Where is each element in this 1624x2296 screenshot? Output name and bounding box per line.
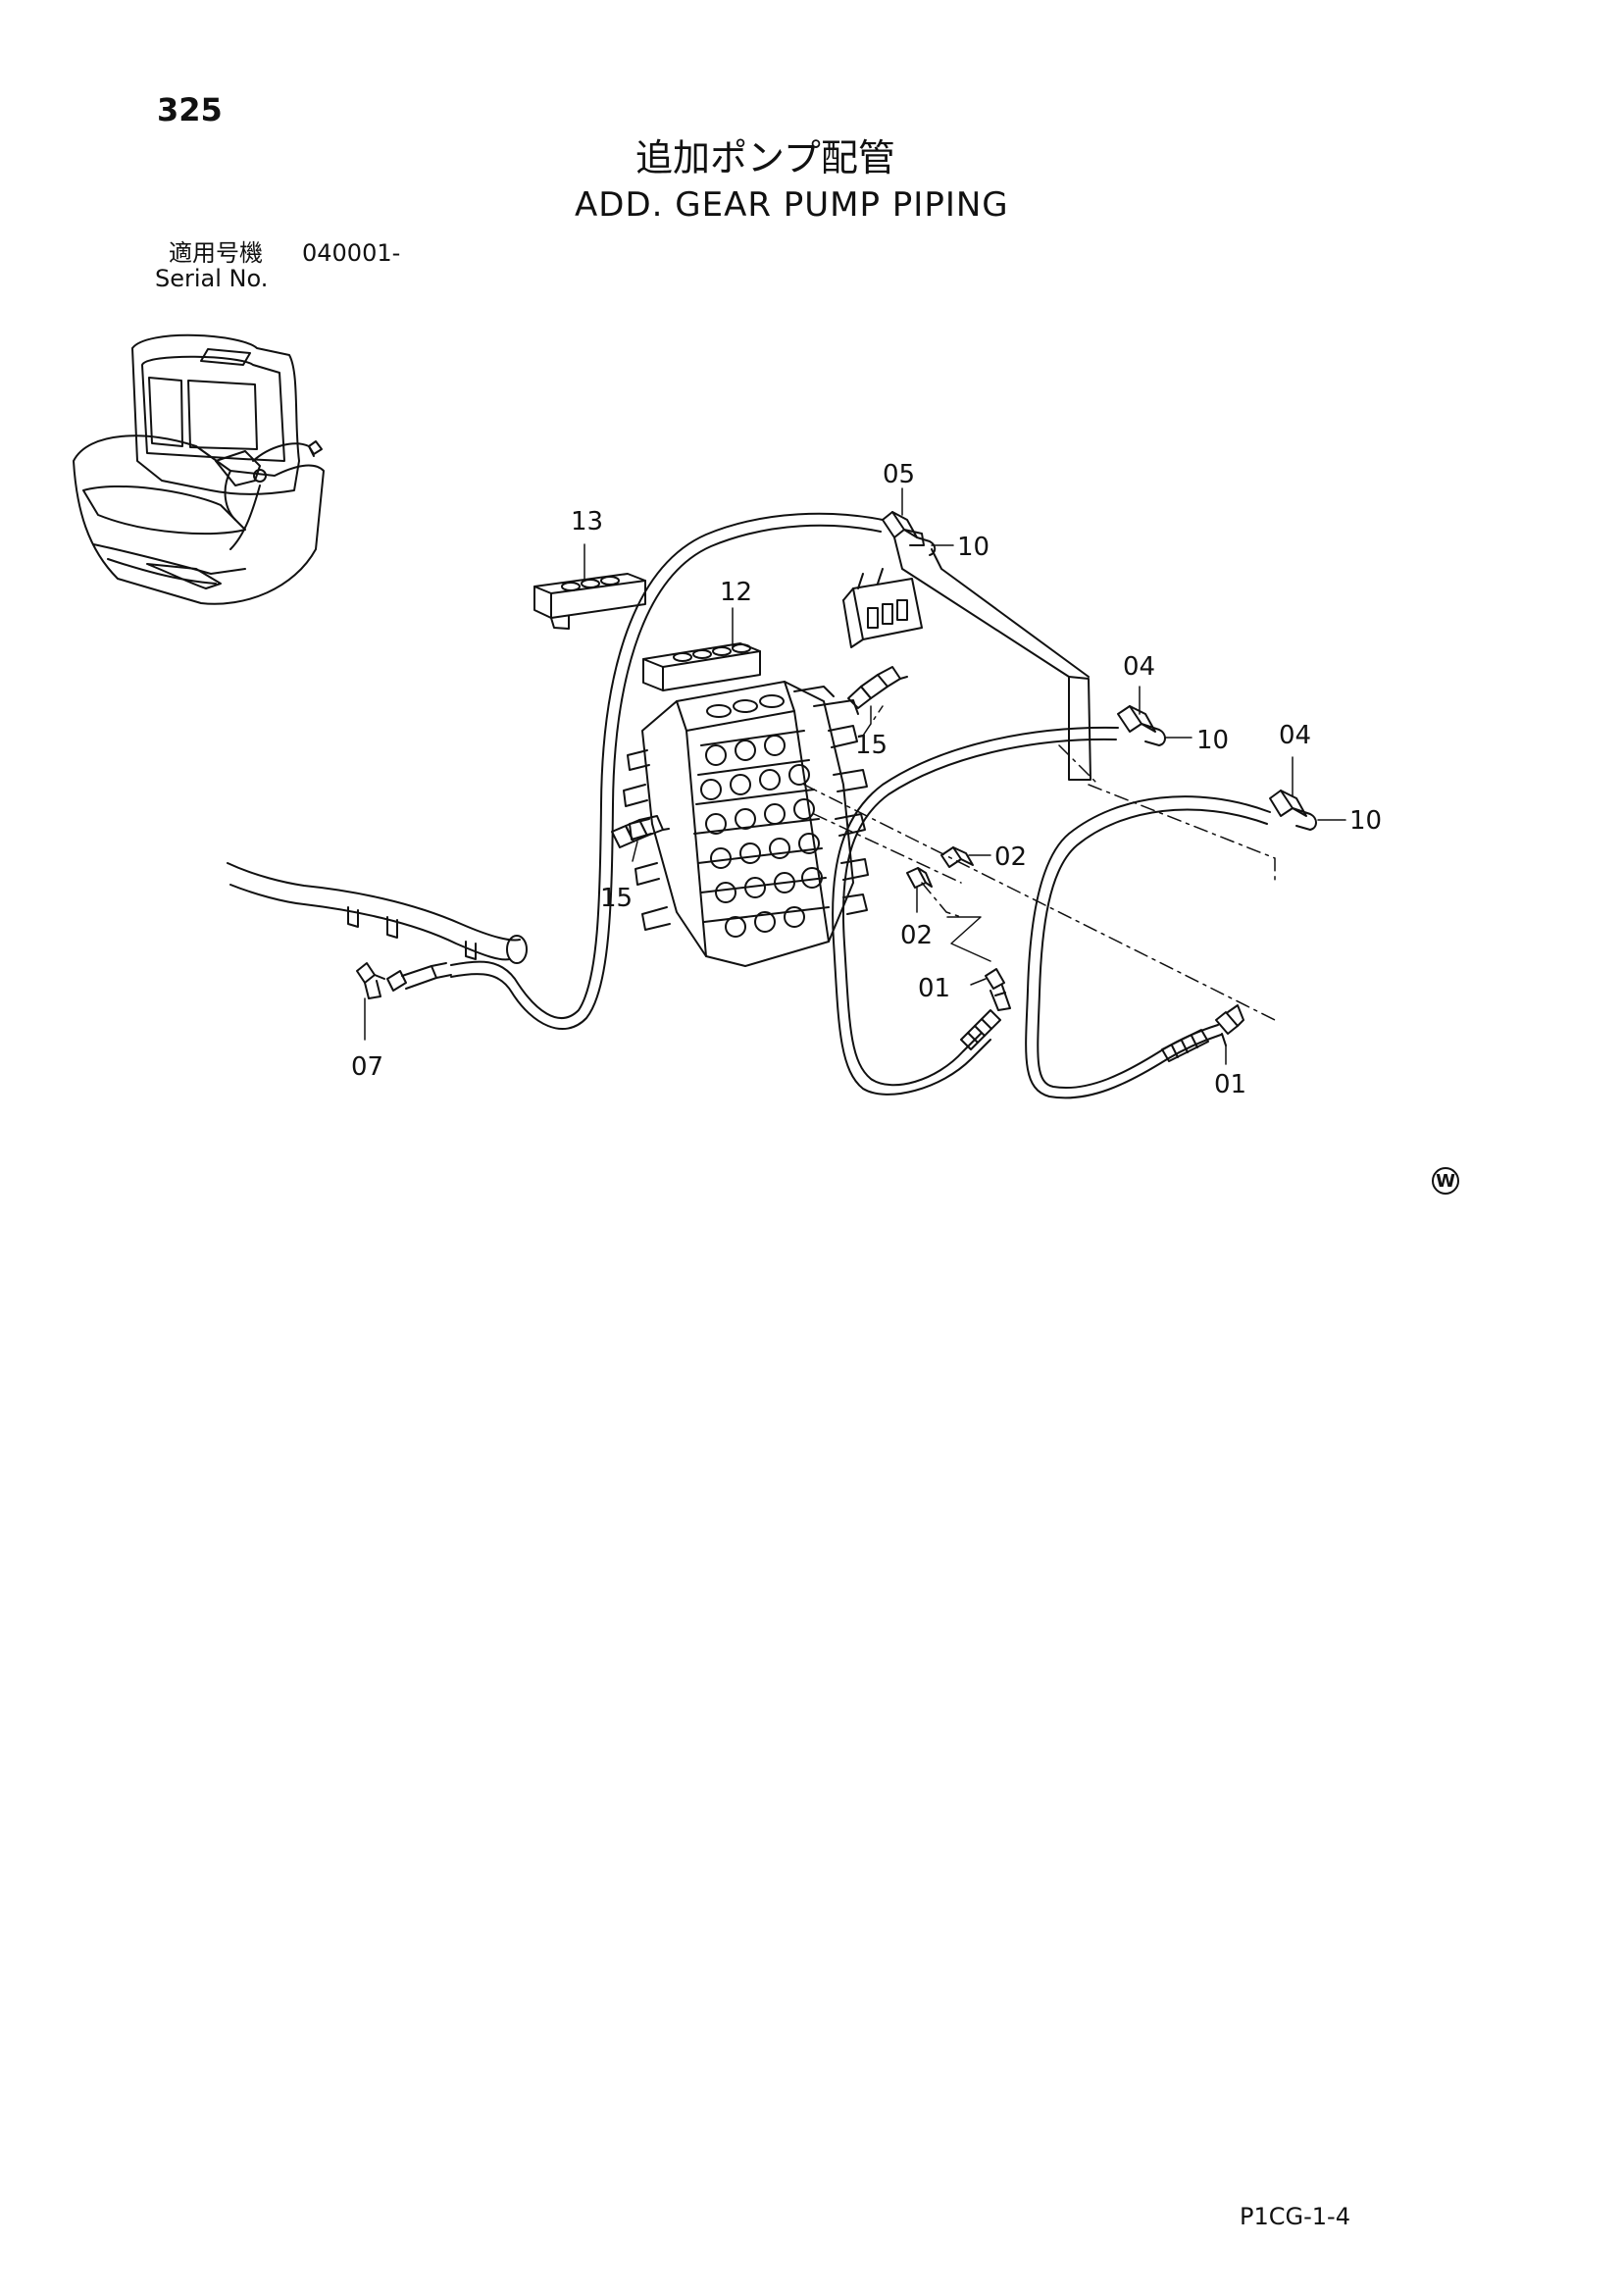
fitting-02-lower	[906, 867, 933, 889]
w-mark: W	[1432, 1167, 1459, 1195]
page-title-english: ADD. GEAR PUMP PIPING	[575, 185, 1009, 225]
callout-label: 02	[900, 921, 933, 950]
callout-label: 07	[351, 1052, 383, 1082]
fitting-02-upper	[940, 846, 974, 868]
hose-right	[1025, 795, 1271, 1099]
callout-label: 15	[855, 731, 888, 760]
callout-label: 04	[1279, 721, 1311, 750]
hose-middle	[832, 726, 1119, 1096]
callout-label: 02	[994, 842, 1027, 872]
callout-label: 12	[720, 578, 752, 607]
fitting-01-left	[985, 968, 1011, 1011]
tee-block	[842, 568, 923, 648]
callout-label: 01	[1214, 1070, 1246, 1099]
leader-lines	[364, 487, 1346, 1065]
fitting-15-lower	[611, 815, 670, 848]
serial-label-japanese: 適用号機	[169, 239, 263, 267]
hose-end-left	[960, 1009, 1001, 1050]
hose-end-right	[1161, 1029, 1209, 1062]
callout-label: 05	[883, 460, 915, 489]
bracket-12	[642, 642, 761, 691]
elbow-07	[356, 962, 452, 999]
callout-label: 04	[1123, 652, 1155, 682]
centerlines	[803, 705, 1276, 1021]
callout-label: 15	[600, 884, 633, 913]
fitting-05	[882, 511, 937, 556]
page-title-japanese: 追加ポンプ配管	[635, 136, 895, 179]
hose-main-upper	[450, 512, 884, 1030]
fitting-04-middle	[1117, 705, 1166, 746]
footer-code: P1CG-1-4	[1240, 2203, 1350, 2230]
bracket-13	[533, 573, 646, 630]
callout-label: 13	[571, 507, 603, 536]
excavator-thumbnail	[73, 333, 325, 605]
callout-label: 10	[957, 533, 990, 562]
serial-number: 040001-	[302, 239, 401, 267]
fitting-15-upper	[847, 666, 908, 709]
callout-label: 10	[1196, 726, 1229, 755]
fitting-04-right	[1269, 790, 1317, 831]
pipe-frame	[893, 536, 1091, 781]
control-valve-assembly	[623, 681, 869, 967]
page-number: 325	[157, 91, 223, 128]
callout-label: 01	[918, 974, 950, 1003]
serial-label-english: Serial No.	[155, 265, 269, 292]
pump-tube	[227, 862, 528, 964]
fitting-01-right	[1215, 1004, 1244, 1046]
callout-label: 10	[1349, 806, 1382, 836]
w-mark-letter: W	[1436, 1171, 1455, 1192]
